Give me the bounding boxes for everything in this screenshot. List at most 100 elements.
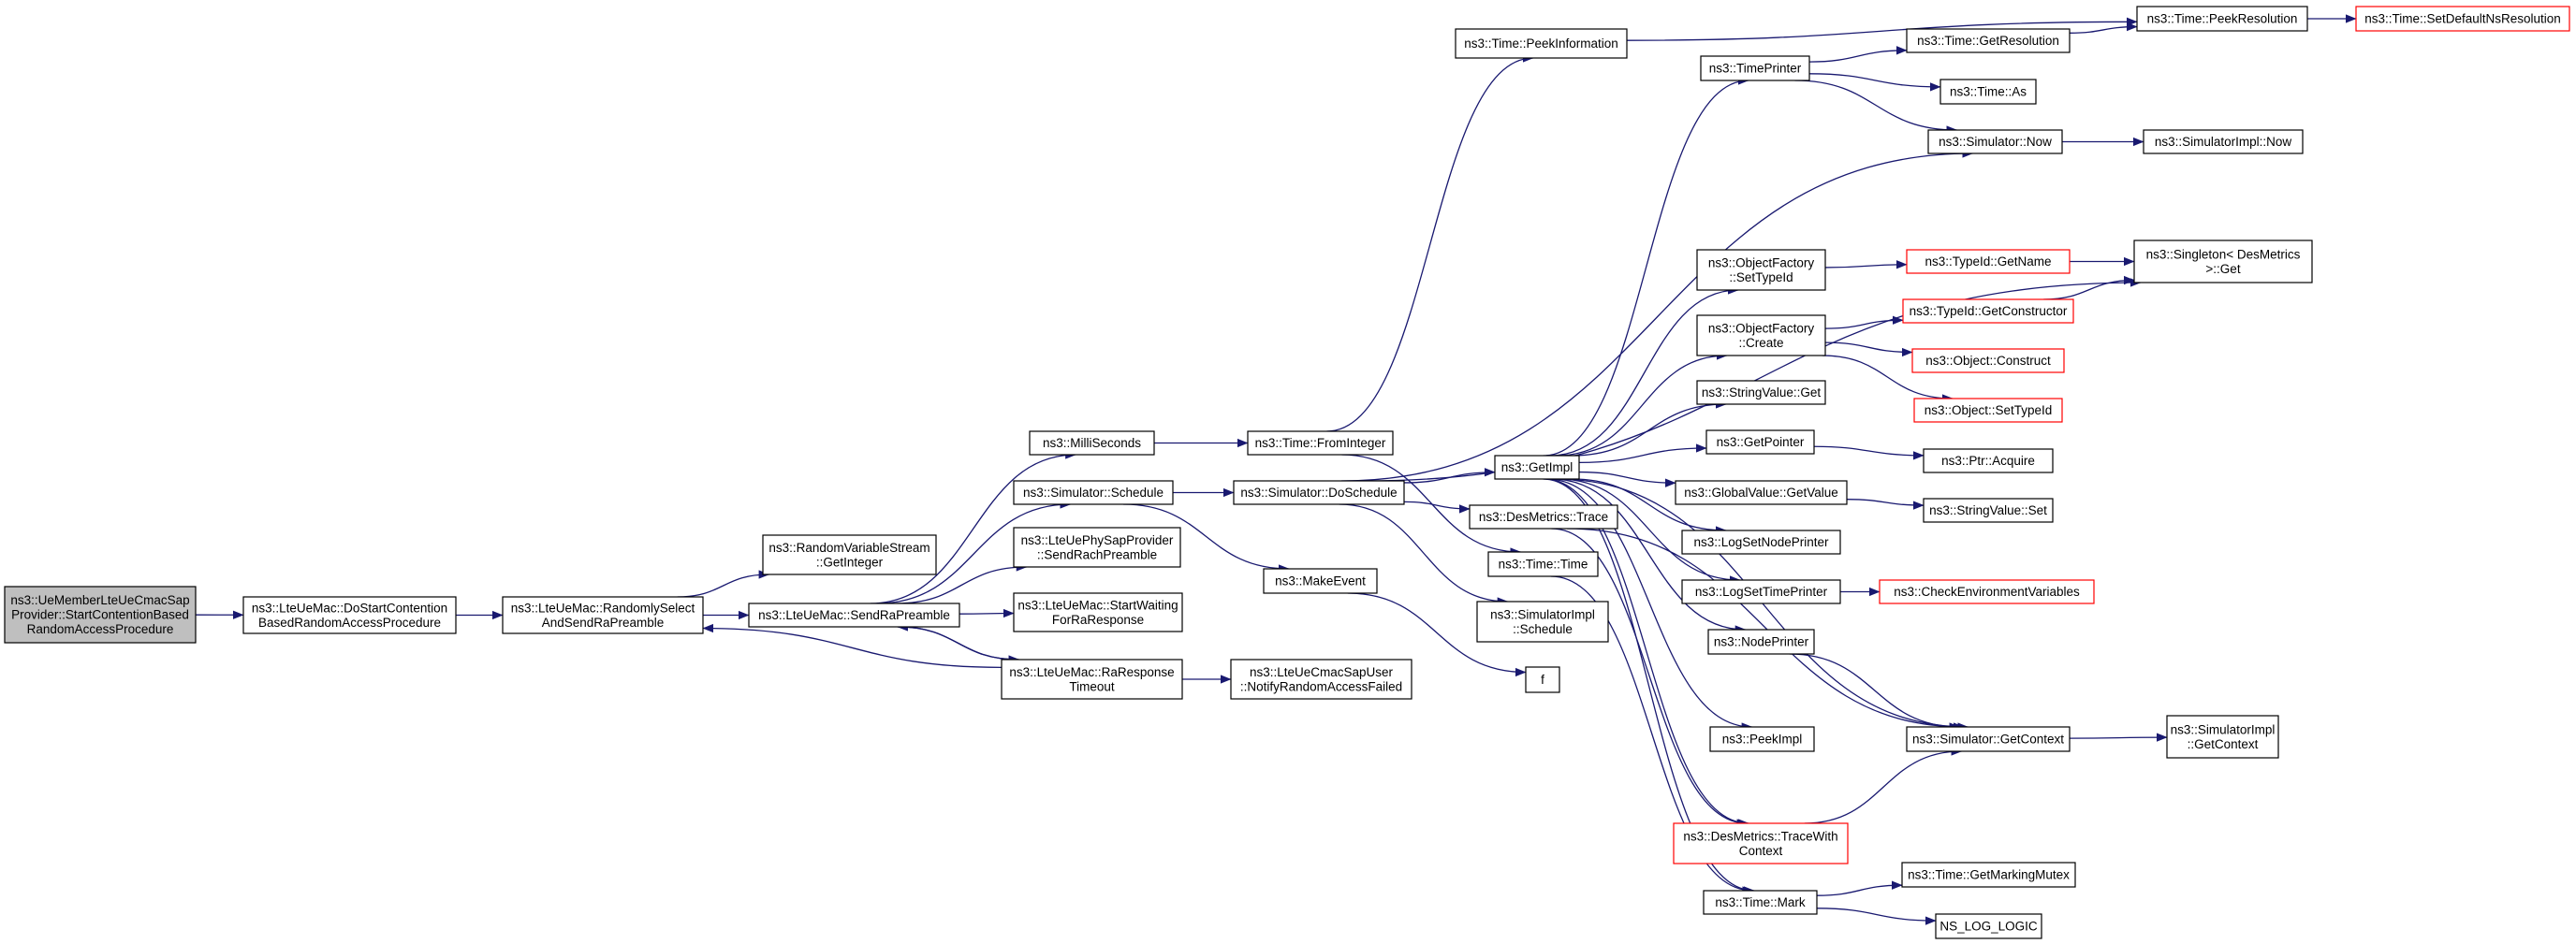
function-node-nodeprinter[interactable]: ns3::NodePrinter: [1707, 629, 1815, 655]
node-label-line: ns3::GlobalValue::GetValue: [1684, 486, 1838, 500]
call-edge-getpointer-to-ptracquire: [1813, 445, 1925, 460]
node-label-line: ns3::Time::PeekResolution: [2147, 12, 2298, 26]
function-node-peekimpl[interactable]: ns3::PeekImpl: [1709, 726, 1815, 752]
node-label-line: >::Get: [2205, 262, 2240, 276]
function-node-checkenv[interactable]: ns3::CheckEnvironmentVariables: [1879, 579, 2095, 604]
function-node-millis[interactable]: ns3::MilliSeconds: [1029, 430, 1155, 456]
node-label-line: ns3::Simulator::Schedule: [1023, 486, 1164, 500]
call-edge-rarespto-to-randsel: [702, 623, 1003, 668]
function-node-nslog[interactable]: NS_LOG_LOGIC: [1935, 913, 2042, 939]
node-box: [1494, 455, 1580, 480]
function-node-getpointer[interactable]: ns3::GetPointer: [1705, 429, 1815, 455]
function-node-timemark[interactable]: ns3::Time::Mark: [1703, 890, 1818, 915]
function-node-peekres[interactable]: ns3::Time::PeekResolution: [2136, 6, 2308, 32]
call-edge-fromint-to-peekinfo: [1326, 53, 1534, 432]
call-edge-fromint-to-timetime: [1341, 454, 1522, 557]
function-node-strvalset[interactable]: ns3::StringValue::Set: [1923, 498, 2054, 523]
node-box: [1247, 430, 1394, 456]
function-node-fromint[interactable]: ns3::Time::FromInteger: [1247, 430, 1394, 456]
call-edge-ofcreate-to-objconstruct: [1824, 341, 1913, 357]
function-node-logsetnode[interactable]: ns3::LogSetNodePrinter: [1681, 530, 1841, 555]
node-label-line: ns3::ObjectFactory: [1708, 321, 1815, 335]
call-edge-ofcreate-to-tidgetctor: [1824, 315, 1904, 329]
function-node-simsched[interactable]: ns3::Simulator::Schedule: [1013, 480, 1174, 505]
function-node-dosched[interactable]: ns3::Simulator::DoSchedule: [1233, 480, 1405, 505]
function-node-strvalget[interactable]: ns3::StringValue::Get: [1696, 380, 1826, 405]
node-label-line: ns3::LteUeMac::SendRaPreamble: [758, 608, 950, 622]
function-node-getimpl[interactable]: ns3::GetImpl: [1494, 455, 1580, 480]
function-node-simimplsched[interactable]: ns3::SimulatorImpl::Schedule: [1476, 601, 1609, 643]
node-label-line: ns3::MilliSeconds: [1043, 436, 1141, 450]
node-label-line: ns3::CheckEnvironmentVariables: [1894, 585, 2080, 599]
node-box: [748, 603, 960, 628]
node-label-line: ns3::TimePrinter: [1709, 62, 1802, 76]
function-node-f[interactable]: f: [1525, 666, 1560, 693]
function-node-simgetctx[interactable]: ns3::Simulator::GetContext: [1906, 726, 2071, 752]
node-label-line: ::Create: [1738, 336, 1783, 350]
node-box: [2133, 240, 2313, 283]
node-box: [1901, 862, 2076, 888]
function-node-gvgetval[interactable]: ns3::GlobalValue::GetValue: [1675, 480, 1848, 505]
call-edge-getimpl-to-getpointer: [1578, 443, 1707, 464]
node-label-line: ::Schedule: [1513, 622, 1573, 636]
node-box: [242, 596, 457, 634]
call-edge-randsel-to-rvsget: [677, 570, 770, 598]
function-node-singleton[interactable]: ns3::Singleton< DesMetrics>::Get: [2133, 240, 2313, 283]
function-node-setdefres[interactable]: ns3::Time::SetDefaultNsResolution: [2355, 6, 2570, 32]
call-edge-getimpl-to-ofcreate: [1557, 351, 1728, 457]
function-node-ptracquire[interactable]: ns3::Ptr::Acquire: [1923, 448, 2054, 473]
function-node-timetime[interactable]: ns3::Time::Time: [1487, 551, 1599, 577]
call-edge-destrace-to-simgetctx: [1566, 528, 1965, 732]
node-box: [1675, 480, 1848, 505]
function-node-root[interactable]: ns3::UeMemberLteUeCmacSapProvider::Start…: [4, 586, 197, 644]
call-edge-timeprinter-to-simnow: [1794, 80, 1958, 135]
node-box: [1700, 55, 1810, 81]
function-node-getres[interactable]: ns3::Time::GetResolution: [1906, 28, 2071, 53]
function-node-timeas[interactable]: ns3::Time::As: [1939, 79, 2037, 105]
node-label-line: AndSendRaPreamble: [542, 616, 665, 630]
function-node-peekinfo[interactable]: ns3::Time::PeekInformation: [1455, 28, 1628, 59]
call-edge-getimpl-to-logsetnode: [1572, 478, 1727, 535]
function-node-simimplnow[interactable]: ns3::SimulatorImpl::Now: [2143, 129, 2304, 154]
call-edge-nodeprinter-to-simgetctx: [1789, 653, 1961, 732]
function-node-makeevent[interactable]: ns3::MakeEvent: [1263, 568, 1378, 594]
function-node-tidgetname[interactable]: ns3::TypeId::GetName: [1906, 249, 2071, 274]
call-edge-dosched-to-simnow: [1341, 149, 1974, 482]
function-node-objconstruct[interactable]: ns3::Object::Construct: [1911, 348, 2065, 373]
node-box: [1703, 890, 1818, 915]
node-label-line: ns3::Time::GetResolution: [1917, 34, 2059, 48]
node-label-line: ns3::LteUeMac::RandomlySelect: [511, 601, 695, 615]
node-label-line: ns3::SimulatorImpl: [2171, 722, 2276, 736]
call-edge-getres-to-peekres: [2069, 22, 2138, 34]
call-edge-timeprinter-to-timeas: [1808, 73, 1941, 92]
function-node-rvsget[interactable]: ns3::RandomVariableStream::GetInteger: [762, 534, 937, 575]
function-node-timeprinter[interactable]: ns3::TimePrinter: [1700, 55, 1810, 81]
function-node-simnow[interactable]: ns3::Simulator::Now: [1927, 129, 2063, 154]
function-node-logsettime[interactable]: ns3::LogSetTimePrinter: [1681, 579, 1841, 604]
function-node-getmarkmutex[interactable]: ns3::Time::GetMarkingMutex: [1901, 862, 2076, 888]
node-label-line: ns3::StringValue::Get: [1702, 385, 1822, 399]
node-label-line: ns3::Time::FromInteger: [1255, 436, 1386, 450]
node-label-line: ns3::NodePrinter: [1714, 635, 1809, 649]
function-node-tidgetctor[interactable]: ns3::TypeId::GetConstructor: [1902, 298, 2074, 324]
function-node-simimplctx[interactable]: ns3::SimulatorImpl::GetContext: [2166, 715, 2279, 759]
function-node-physap[interactable]: ns3::LteUePhySapProvider::SendRachPreamb…: [1013, 527, 1181, 568]
function-node-notify[interactable]: ns3::LteUeCmacSapUser::NotifyRandomAcces…: [1230, 659, 1412, 700]
node-box: [1906, 726, 2071, 752]
function-node-sendra[interactable]: ns3::LteUeMac::SendRaPreamble: [748, 603, 960, 628]
node-box: [1709, 726, 1815, 752]
node-label-line: ns3::LteUeCmacSapUser: [1250, 665, 1394, 679]
function-node-ofcreate[interactable]: ns3::ObjectFactory::Create: [1696, 314, 1826, 356]
function-node-ofsettype[interactable]: ns3::ObjectFactory::SetTypeId: [1696, 249, 1826, 291]
node-box: [1029, 430, 1155, 456]
function-node-dostart[interactable]: ns3::LteUeMac::DoStartContentionBasedRan…: [242, 596, 457, 634]
function-node-randsel[interactable]: ns3::LteUeMac::RandomlySelectAndSendRaPr…: [502, 596, 704, 634]
function-node-destrace[interactable]: ns3::DesMetrics::Trace: [1469, 504, 1618, 530]
node-box: [1525, 666, 1560, 693]
call-edge-sendra-to-physap: [896, 562, 1028, 604]
node-label-line: ::GetInteger: [816, 555, 884, 569]
function-node-objsettype[interactable]: ns3::Object::SetTypeId: [1913, 398, 2063, 423]
